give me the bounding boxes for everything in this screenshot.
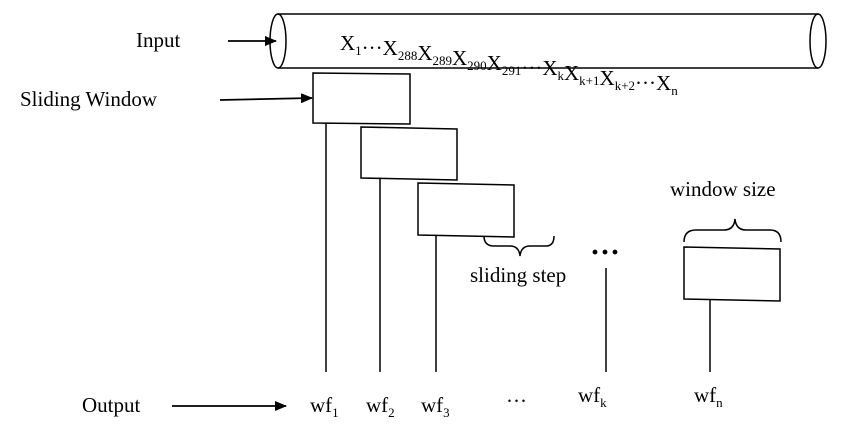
sequence-ellipsis: ··· bbox=[362, 36, 383, 60]
term-subscript: 1 bbox=[355, 43, 362, 58]
term-subscript: n bbox=[671, 83, 678, 98]
sliding-window-arrow bbox=[219, 93, 313, 104]
window-box-1 bbox=[312, 72, 411, 125]
output-label-wf2: wf2 bbox=[366, 393, 395, 420]
window-box-3 bbox=[417, 182, 515, 238]
term-subscript: 291 bbox=[502, 63, 522, 78]
window-box-n bbox=[683, 246, 781, 302]
term-base: X bbox=[340, 31, 355, 55]
term-subscript: k bbox=[600, 395, 607, 410]
output-label-wfk: wfk bbox=[578, 383, 607, 410]
term-subscript: k+2 bbox=[615, 78, 635, 93]
term-base: X bbox=[542, 56, 557, 80]
term-base: wf bbox=[421, 393, 443, 417]
output-label-wfn: wfn bbox=[694, 383, 723, 410]
sequence-ellipsis: ··· bbox=[521, 56, 542, 80]
term-base: wf bbox=[578, 383, 600, 407]
term-base: wf bbox=[694, 383, 716, 407]
term-subscript: 1 bbox=[332, 405, 339, 420]
window-size-brace bbox=[683, 218, 782, 243]
sequence-ellipsis: ··· bbox=[635, 71, 656, 95]
term-subscript: 288 bbox=[398, 48, 418, 63]
term-base: X bbox=[417, 41, 432, 65]
term-base: X bbox=[564, 61, 579, 85]
term-subscript: 3 bbox=[443, 405, 450, 420]
term-subscript: 2 bbox=[388, 405, 395, 420]
input-cylinder bbox=[269, 13, 827, 69]
output-ellipsis: ··· bbox=[506, 389, 527, 413]
term-base: X bbox=[487, 51, 502, 75]
term-base: wf bbox=[310, 393, 332, 417]
term-subscript: k+1 bbox=[579, 73, 599, 88]
term-base: wf bbox=[366, 393, 388, 417]
term-subscript: 290 bbox=[467, 58, 487, 73]
term-base: X bbox=[383, 36, 398, 60]
sliding-step-brace bbox=[483, 235, 555, 257]
window-box-2 bbox=[360, 126, 458, 181]
input-label: Input bbox=[136, 28, 180, 52]
mid-ellipsis: ··· bbox=[590, 236, 620, 269]
term-subscript: k bbox=[558, 68, 565, 83]
term-base: X bbox=[656, 71, 671, 95]
window-size-label: window size bbox=[670, 177, 776, 201]
term-base: X bbox=[452, 46, 467, 70]
input-sequence: X1···X288X289X290X291···XkXk+1Xk+2···Xn bbox=[340, 31, 678, 98]
sliding-window-label: Sliding Window bbox=[20, 87, 158, 111]
term-subscript: n bbox=[716, 395, 723, 410]
term-subscript: 289 bbox=[433, 53, 453, 68]
sliding-step-label: sliding step bbox=[470, 263, 566, 287]
output-label: Output bbox=[82, 393, 141, 417]
output-label-wf1: wf1 bbox=[310, 393, 339, 420]
term-base: X bbox=[600, 66, 615, 90]
output-label-wf3: wf3 bbox=[421, 393, 450, 420]
